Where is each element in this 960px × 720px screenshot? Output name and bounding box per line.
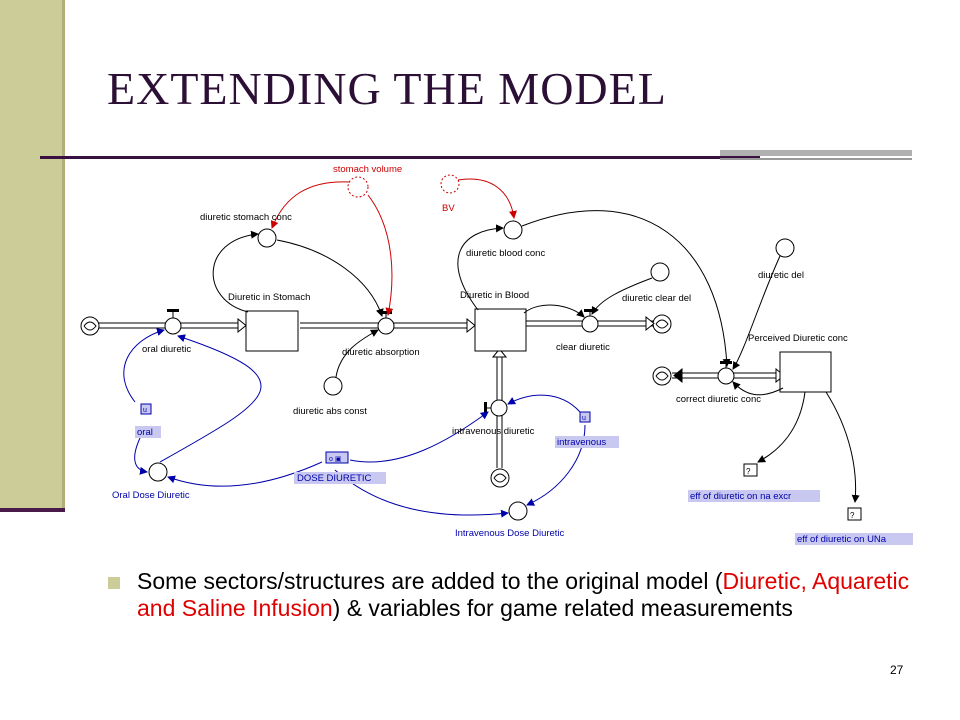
- title-underline-accent: [720, 150, 912, 156]
- link-intravenous-var-to-iv-valve: [507, 394, 581, 413]
- label-correct-diuretic-conc: correct diuretic conc: [676, 394, 761, 405]
- aux-diuretic-blood-conc: [503, 220, 523, 240]
- label-intravenous-diuretic: intravenous diuretic: [452, 426, 535, 437]
- slide-title: EXTENDING THE MODEL: [107, 63, 667, 114]
- label-diuretic-in-stomach: Diuretic in Stomach: [228, 292, 310, 303]
- source-cloud-intravenous: [490, 468, 510, 488]
- label-oral-dose-diuretic: Oral Dose Diuretic: [112, 490, 190, 501]
- left-accent-bar: [0, 0, 62, 510]
- aux-diuretic-del: [775, 238, 795, 258]
- link-blood-to-blood-conc: [457, 224, 504, 311]
- sink-cloud-clear: [652, 314, 672, 334]
- link-oral-to-oral-diuretic: [123, 328, 165, 403]
- game-icon-eff-na: ?: [743, 463, 758, 477]
- link-blood-to-clear: [523, 304, 585, 318]
- title-underline: [40, 156, 760, 159]
- ghost-stomach-volume: [347, 176, 369, 198]
- sink-cloud-correct: [652, 366, 672, 386]
- game-icon-oral: u: [140, 403, 152, 415]
- label-diuretic-abs-const: diuretic abs const: [293, 406, 367, 417]
- title-underline-accent-thin: [720, 158, 912, 160]
- svg-text:u: u: [582, 415, 586, 422]
- bullet-marker: [108, 577, 120, 589]
- link-dose-to-oral-dose: [167, 461, 323, 487]
- link-perceived-to-correct: [732, 381, 784, 396]
- stock-diuretic-in-stomach: [245, 310, 299, 352]
- link-oral-to-oral-dose: [134, 437, 148, 475]
- link-perceived-to-eff-una: [825, 391, 860, 503]
- label-bv: BV: [442, 203, 455, 214]
- label-oral-diuretic: oral diuretic: [142, 344, 191, 355]
- link-stomach-conc-to-absorption: [276, 239, 384, 317]
- ghost-bv: [440, 174, 460, 194]
- link-blood-conc-to-correct: [521, 210, 731, 367]
- aux-oral-dose-diuretic: [148, 462, 168, 482]
- valve-intravenous-diuretic: [484, 399, 508, 417]
- valve-correct-diuretic-conc: [717, 361, 735, 385]
- svg-text:u: u: [143, 407, 147, 414]
- game-label-bg-eff-una: [795, 533, 913, 545]
- link-oral-dose-to-oral-diuretic: [159, 334, 262, 463]
- link-bv-to-blood-conc: [457, 178, 517, 219]
- link-stomach-volume-to-stomach-conc: [270, 181, 351, 229]
- label-diuretic-del: diuretic del: [758, 270, 804, 281]
- game-label-bg-intravenous: [555, 436, 619, 448]
- link-intravenous-var-to-iv-dose: [526, 424, 586, 506]
- stock-perceived-diuretic-conc: [779, 351, 832, 393]
- label-eff-na-excr: eff of diuretic on na excr: [690, 491, 791, 502]
- valve-clear-diuretic: [581, 309, 599, 333]
- stock-diuretic-in-blood: [474, 308, 527, 352]
- label-diuretic-blood-conc: diuretic blood conc: [466, 248, 545, 259]
- label-diuretic-stomach-conc: diuretic stomach conc: [200, 212, 292, 223]
- game-icon-eff-una: ?: [847, 507, 862, 521]
- label-stomach-volume: stomach volume: [333, 164, 402, 175]
- bullet-text-pre: Some sectors/structures are added to the…: [137, 568, 723, 594]
- link-perceived-to-eff-na: [757, 391, 806, 463]
- valve-diuretic-absorption: [377, 311, 395, 335]
- label-intravenous: intravenous: [557, 437, 606, 448]
- page-number: 27: [890, 663, 904, 677]
- game-label-bg-oral: [135, 426, 161, 438]
- link-stomach-to-stomach-conc: [212, 230, 259, 313]
- bullet-text: Some sectors/structures are added to the…: [137, 568, 917, 622]
- label-eff-una: eff of diuretic on UNa: [797, 534, 887, 545]
- left-accent-bar-bottom: [0, 508, 65, 512]
- bullet-text-post: ) & variables for game related measureme…: [332, 595, 793, 621]
- label-oral: oral: [137, 427, 153, 438]
- aux-intravenous-dose-diuretic: [508, 501, 528, 521]
- source-cloud-oral: [80, 316, 100, 336]
- svg-text:?: ?: [746, 467, 751, 476]
- label-diuretic-absorption: diuretic absorption: [342, 347, 420, 358]
- label-clear-diuretic: clear diuretic: [556, 342, 610, 353]
- left-accent-bar-edge: [62, 0, 65, 510]
- label-dose-diuretic: DOSE DIURETIC: [297, 473, 372, 484]
- label-perceived-diuretic-conc: Perceived Diuretic conc: [748, 333, 848, 344]
- link-dose-to-intravenous: [349, 411, 489, 463]
- aux-diuretic-clear-del: [650, 262, 670, 282]
- game-label-bg-dose: [294, 472, 386, 484]
- valve-oral-diuretic: [164, 309, 182, 335]
- game-icon-intravenous: u: [579, 411, 591, 423]
- game-label-bg-eff-na: [688, 490, 820, 502]
- link-clear-del-to-clear: [591, 277, 653, 315]
- link-del-to-correct: [732, 255, 781, 370]
- label-diuretic-in-blood: Diuretic in Blood: [460, 290, 529, 301]
- label-intravenous-dose-diuretic: Intravenous Dose Diuretic: [455, 528, 565, 539]
- svg-text:?: ?: [850, 511, 855, 520]
- aux-diuretic-abs-const: [323, 376, 343, 396]
- svg-text:o ▣: o ▣: [329, 456, 341, 463]
- link-stomach-volume-to-absorption: [367, 194, 394, 316]
- link-abs-const-to-absorption: [335, 329, 379, 378]
- aux-diuretic-stomach-conc: [257, 228, 277, 248]
- label-diuretic-clear-del: diuretic clear del: [622, 293, 691, 304]
- bullet-text-highlight: Diuretic, Aquaretic and Saline Infusion: [137, 568, 910, 621]
- game-icon-dose-diuretic: o ▣: [325, 451, 349, 464]
